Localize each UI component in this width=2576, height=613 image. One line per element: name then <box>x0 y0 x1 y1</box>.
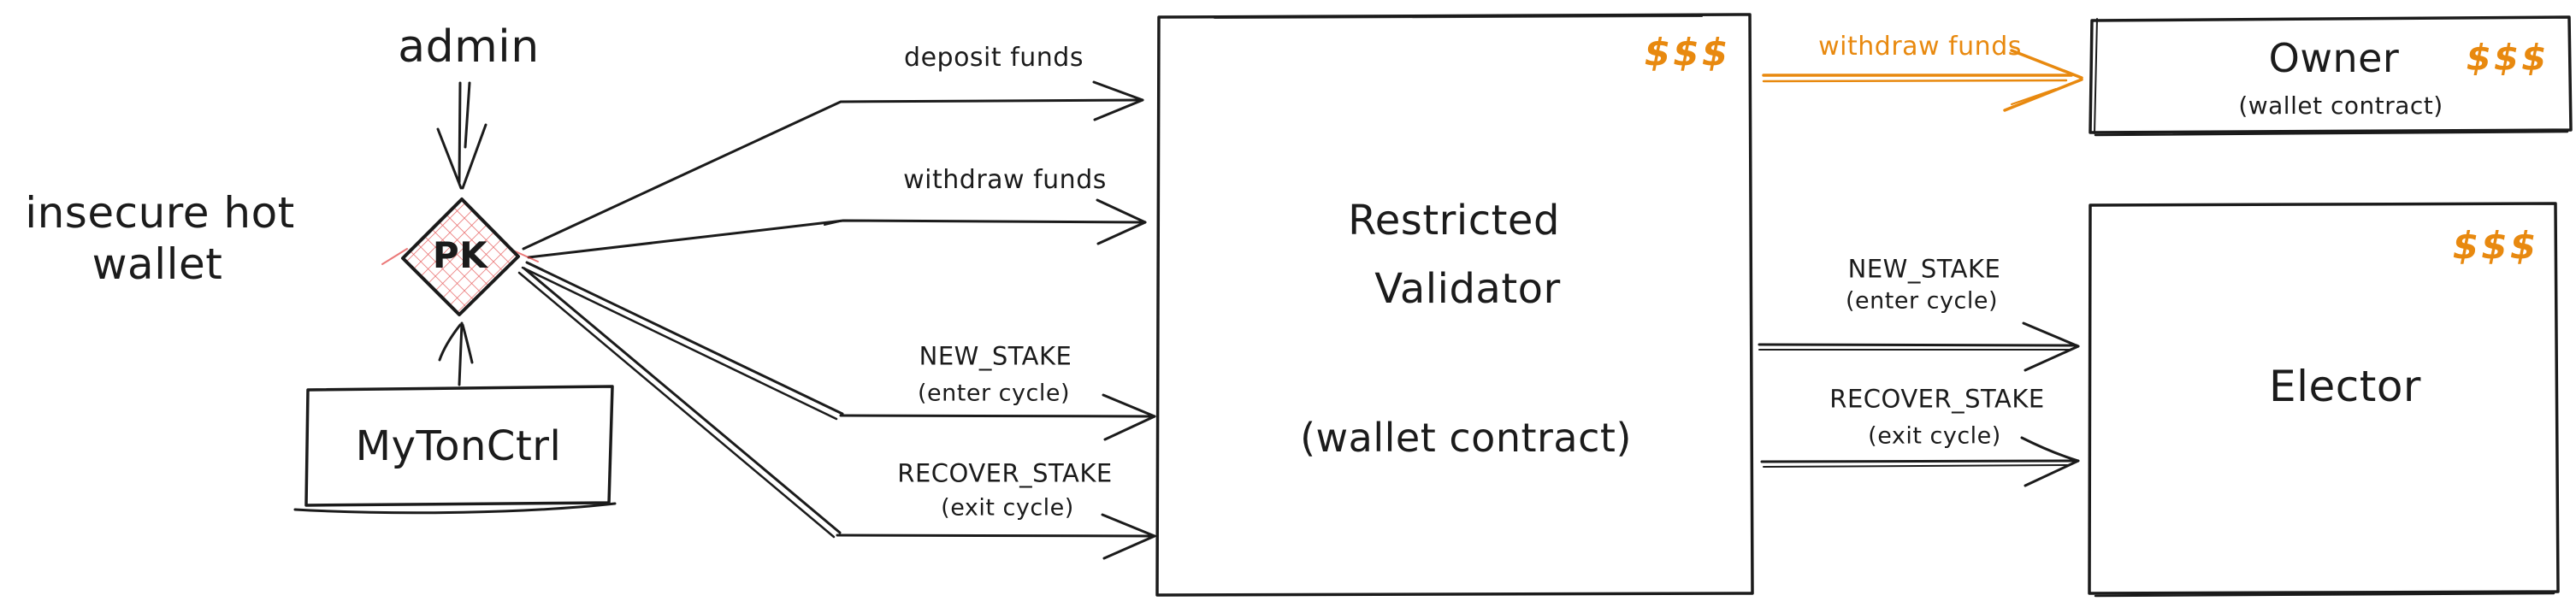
owner-money-badge: $$$ <box>2466 37 2549 79</box>
exit-cycle-label-left: (exit cycle) <box>941 494 1074 522</box>
pk-recover-stake-arrow <box>517 267 1156 560</box>
exit-cycle-label-right: (exit cycle) <box>1868 422 2001 450</box>
pk-deposit-funds-arrow <box>522 80 1144 251</box>
pk-diamond <box>381 197 539 316</box>
owner-title: Owner <box>2268 35 2400 81</box>
pk-new-stake-arrow <box>521 261 1156 441</box>
admin-label: admin <box>398 21 540 73</box>
admin-to-pk-arrow <box>436 81 487 190</box>
insecure-hot-wallet-label-line2: wallet <box>92 239 223 289</box>
elector-box <box>2088 202 2560 598</box>
pk-withdraw-funds-arrow <box>527 198 1147 259</box>
mytonctrl-label: MyTonCtrl <box>355 422 562 470</box>
mytonctrl-to-pk-arrow <box>438 321 474 386</box>
rv-new-stake-elector-arrow <box>1758 321 2080 372</box>
restricted-validator-money-badge: $$$ <box>1644 31 1731 74</box>
rv-recover-stake-elector-arrow <box>1760 436 2080 487</box>
new-stake-label-right: NEW_STAKE <box>1847 254 2001 284</box>
deposit-funds-label: deposit funds <box>904 43 1084 73</box>
restricted-validator-subtitle: (wallet contract) <box>1300 415 1632 461</box>
recover-stake-label-left: RECOVER_STAKE <box>897 458 1113 488</box>
withdraw-funds-orange-label: withdraw funds <box>1818 32 2022 62</box>
enter-cycle-label-right: (enter cycle) <box>1846 287 1998 315</box>
restricted-validator-title-line1: Restricted <box>1348 197 1560 245</box>
rv-withdraw-owner-arrow <box>1762 49 2083 112</box>
insecure-hot-wallet-label-line1: insecure hot <box>25 188 295 238</box>
enter-cycle-label-left: (enter cycle) <box>918 380 1070 407</box>
withdraw-funds-label: withdraw funds <box>903 165 1107 195</box>
owner-box <box>2089 15 2573 137</box>
restricted-validator-box <box>1155 13 1754 597</box>
elector-title: Elector <box>2269 362 2421 411</box>
owner-subtitle: (wallet contract) <box>2238 91 2443 120</box>
new-stake-label-left: NEW_STAKE <box>919 341 1072 371</box>
pk-label: PK <box>432 234 488 276</box>
recover-stake-label-right: RECOVER_STAKE <box>1829 384 2045 414</box>
mytonctrl-box <box>293 385 617 515</box>
elector-money-badge: $$$ <box>2452 224 2539 268</box>
restricted-validator-title-line2: Validator <box>1374 265 1561 313</box>
